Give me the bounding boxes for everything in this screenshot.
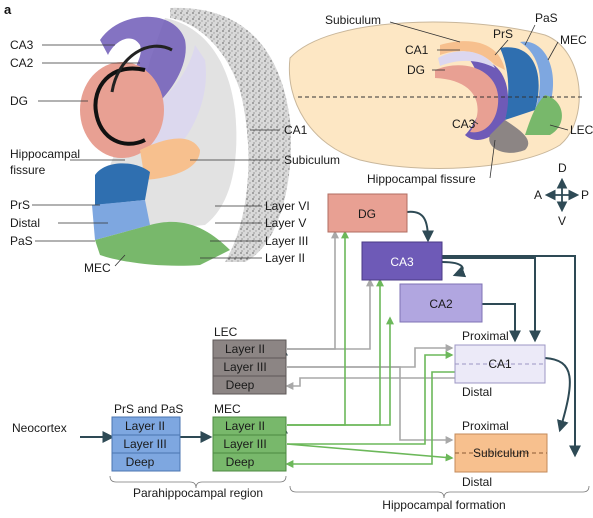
brain-label-lec: LEC [570,123,593,137]
compass-d: D [558,161,567,175]
section-label-pas: PaS [10,234,33,248]
mec-ii-to-ca3 [287,280,380,425]
dg-to-ca3 [407,212,428,240]
mec-iii-to-sub [287,444,452,458]
lec-iii-to-ca1 [287,348,452,367]
histology-section [80,8,291,266]
mec-deep-label: Deep [226,455,255,469]
prs-deep-label: Deep [126,455,155,469]
ca1-to-mec-deep [287,372,455,464]
hippocampal-formation-label: Hippocampal formation [382,498,505,512]
brain-label-mec: MEC [560,33,587,47]
prs-layer-iii-label: Layer III [123,437,166,451]
section-label-dg: DG [10,94,28,108]
section-label-ca2: CA2 [10,56,34,70]
section-label-hippocampal-line1: Hippocampal [10,147,80,161]
brain-label-prs: PrS [493,27,513,41]
section-label-prs: PrS [10,198,30,212]
neocortex-label: Neocortex [12,421,67,435]
mec-iii-to-ca1 [287,355,452,444]
compass-a: A [534,188,542,202]
mec-layer-iii-label: Layer III [223,437,266,451]
box-dg-label: DG [358,207,376,221]
section-label-distal: Distal [10,216,40,230]
ca1-to-sub [545,358,570,430]
sub-distal-label: Distal [462,475,492,489]
section-prs-region [95,163,150,205]
brain-label-pas: PaS [535,11,558,25]
ca1-to-lec-deep [287,378,455,386]
box-ca2-label: CA2 [429,297,453,311]
section-label-layer-vi: Layer VI [265,199,310,213]
sub-proximal-label: Proximal [462,419,509,433]
brain-label-hippocampal-fissure: Hippocampal fissure [367,172,476,186]
section-label-ca3: CA3 [10,38,34,52]
mec-layer-ii-label: Layer II [225,419,265,433]
lec-layer-iii-label: Layer III [223,360,266,374]
box-subiculum-label: Subiculum [473,446,529,460]
prs-layer-ii-label: Layer II [125,419,165,433]
section-label-layer-ii: Layer II [265,251,305,265]
lec-deep-label: Deep [226,378,255,392]
compass-v: V [558,214,566,228]
section-label-mec: MEC [84,261,111,275]
compass-p: P [581,188,589,202]
box-ca1-label: CA1 [488,357,512,371]
orientation-compass: D V A P [534,161,589,228]
brain-label-dg: DG [407,63,425,77]
brain-label-ca1: CA1 [405,43,429,57]
brain-schematic [289,22,582,168]
prs-pas-title: PrS and PaS [114,402,183,416]
parahippocampal-region-label: Parahippocampal region [133,486,263,500]
section-label-layer-v: Layer V [265,216,306,230]
lec-ii-to-dg [287,232,335,349]
brain-label-subiculum: Subiculum [325,13,381,27]
box-ca3-label: CA3 [390,255,414,269]
hippocampal-bracket [290,486,589,498]
section-label-layer-iii: Layer III [265,234,308,248]
brain-label-ca3: CA3 [452,117,476,131]
section-label-subiculum: Subiculum [284,153,340,167]
section-label-hippocampal-line2: fissure [10,163,46,177]
lec-ii-to-ca3 [287,280,370,349]
section-label-ca1: CA1 [284,123,308,137]
ca1-distal-label: Distal [462,385,492,399]
lec-title: LEC [214,325,238,339]
mec-ii-to-ca2 [287,318,390,425]
lec-layer-ii-label: Layer II [225,342,265,356]
ca3-to-ca2 [442,262,463,275]
panel-letter: a [4,2,12,17]
mec-title: MEC [214,402,241,416]
ca1-proximal-label: Proximal [462,329,509,343]
